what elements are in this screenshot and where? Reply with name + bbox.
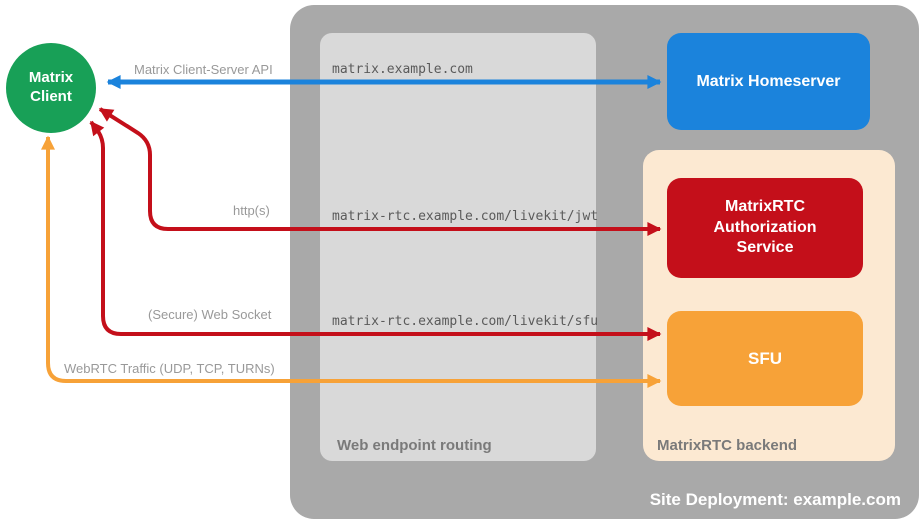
matrixrtc-backend-label: MatrixRTC backend: [657, 437, 798, 454]
sfu-node: SFU: [667, 311, 863, 406]
web-endpoint-routing-label: Web endpoint routing: [337, 437, 492, 454]
site-deployment-label: Site Deployment: example.com: [649, 490, 901, 509]
endpoint-url-livekit-jwt: matrix-rtc.example.com/livekit/jwt: [332, 209, 599, 224]
matrix-homeserver-node: Matrix Homeserver: [667, 33, 870, 130]
matrixrtc-auth-service-node: MatrixRTC Authorization Service: [667, 178, 863, 278]
client-server-api-arrow-label: Matrix Client-Server API: [134, 62, 273, 77]
matrix-client-label: Matrix Client: [28, 69, 74, 105]
endpoint-url-homeserver: matrix.example.com: [332, 62, 473, 77]
webrtc-traffic-arrow-label: WebRTC Traffic (UDP, TCP, TURNs): [64, 361, 275, 376]
matrix-homeserver-label: Matrix Homeserver: [696, 72, 841, 90]
sfu-label: SFU: [748, 348, 782, 368]
https-arrow-label: http(s): [233, 203, 270, 218]
endpoint-url-livekit-sfu: matrix-rtc.example.com/livekit/sfu: [332, 314, 599, 329]
matrix-client-node: Matrix Client: [6, 43, 96, 133]
websocket-arrow-label: (Secure) Web Socket: [148, 307, 272, 322]
web-endpoint-routing-box: [320, 33, 596, 461]
matrixrtc-auth-service-label: MatrixRTC Authorization Service: [713, 197, 817, 257]
